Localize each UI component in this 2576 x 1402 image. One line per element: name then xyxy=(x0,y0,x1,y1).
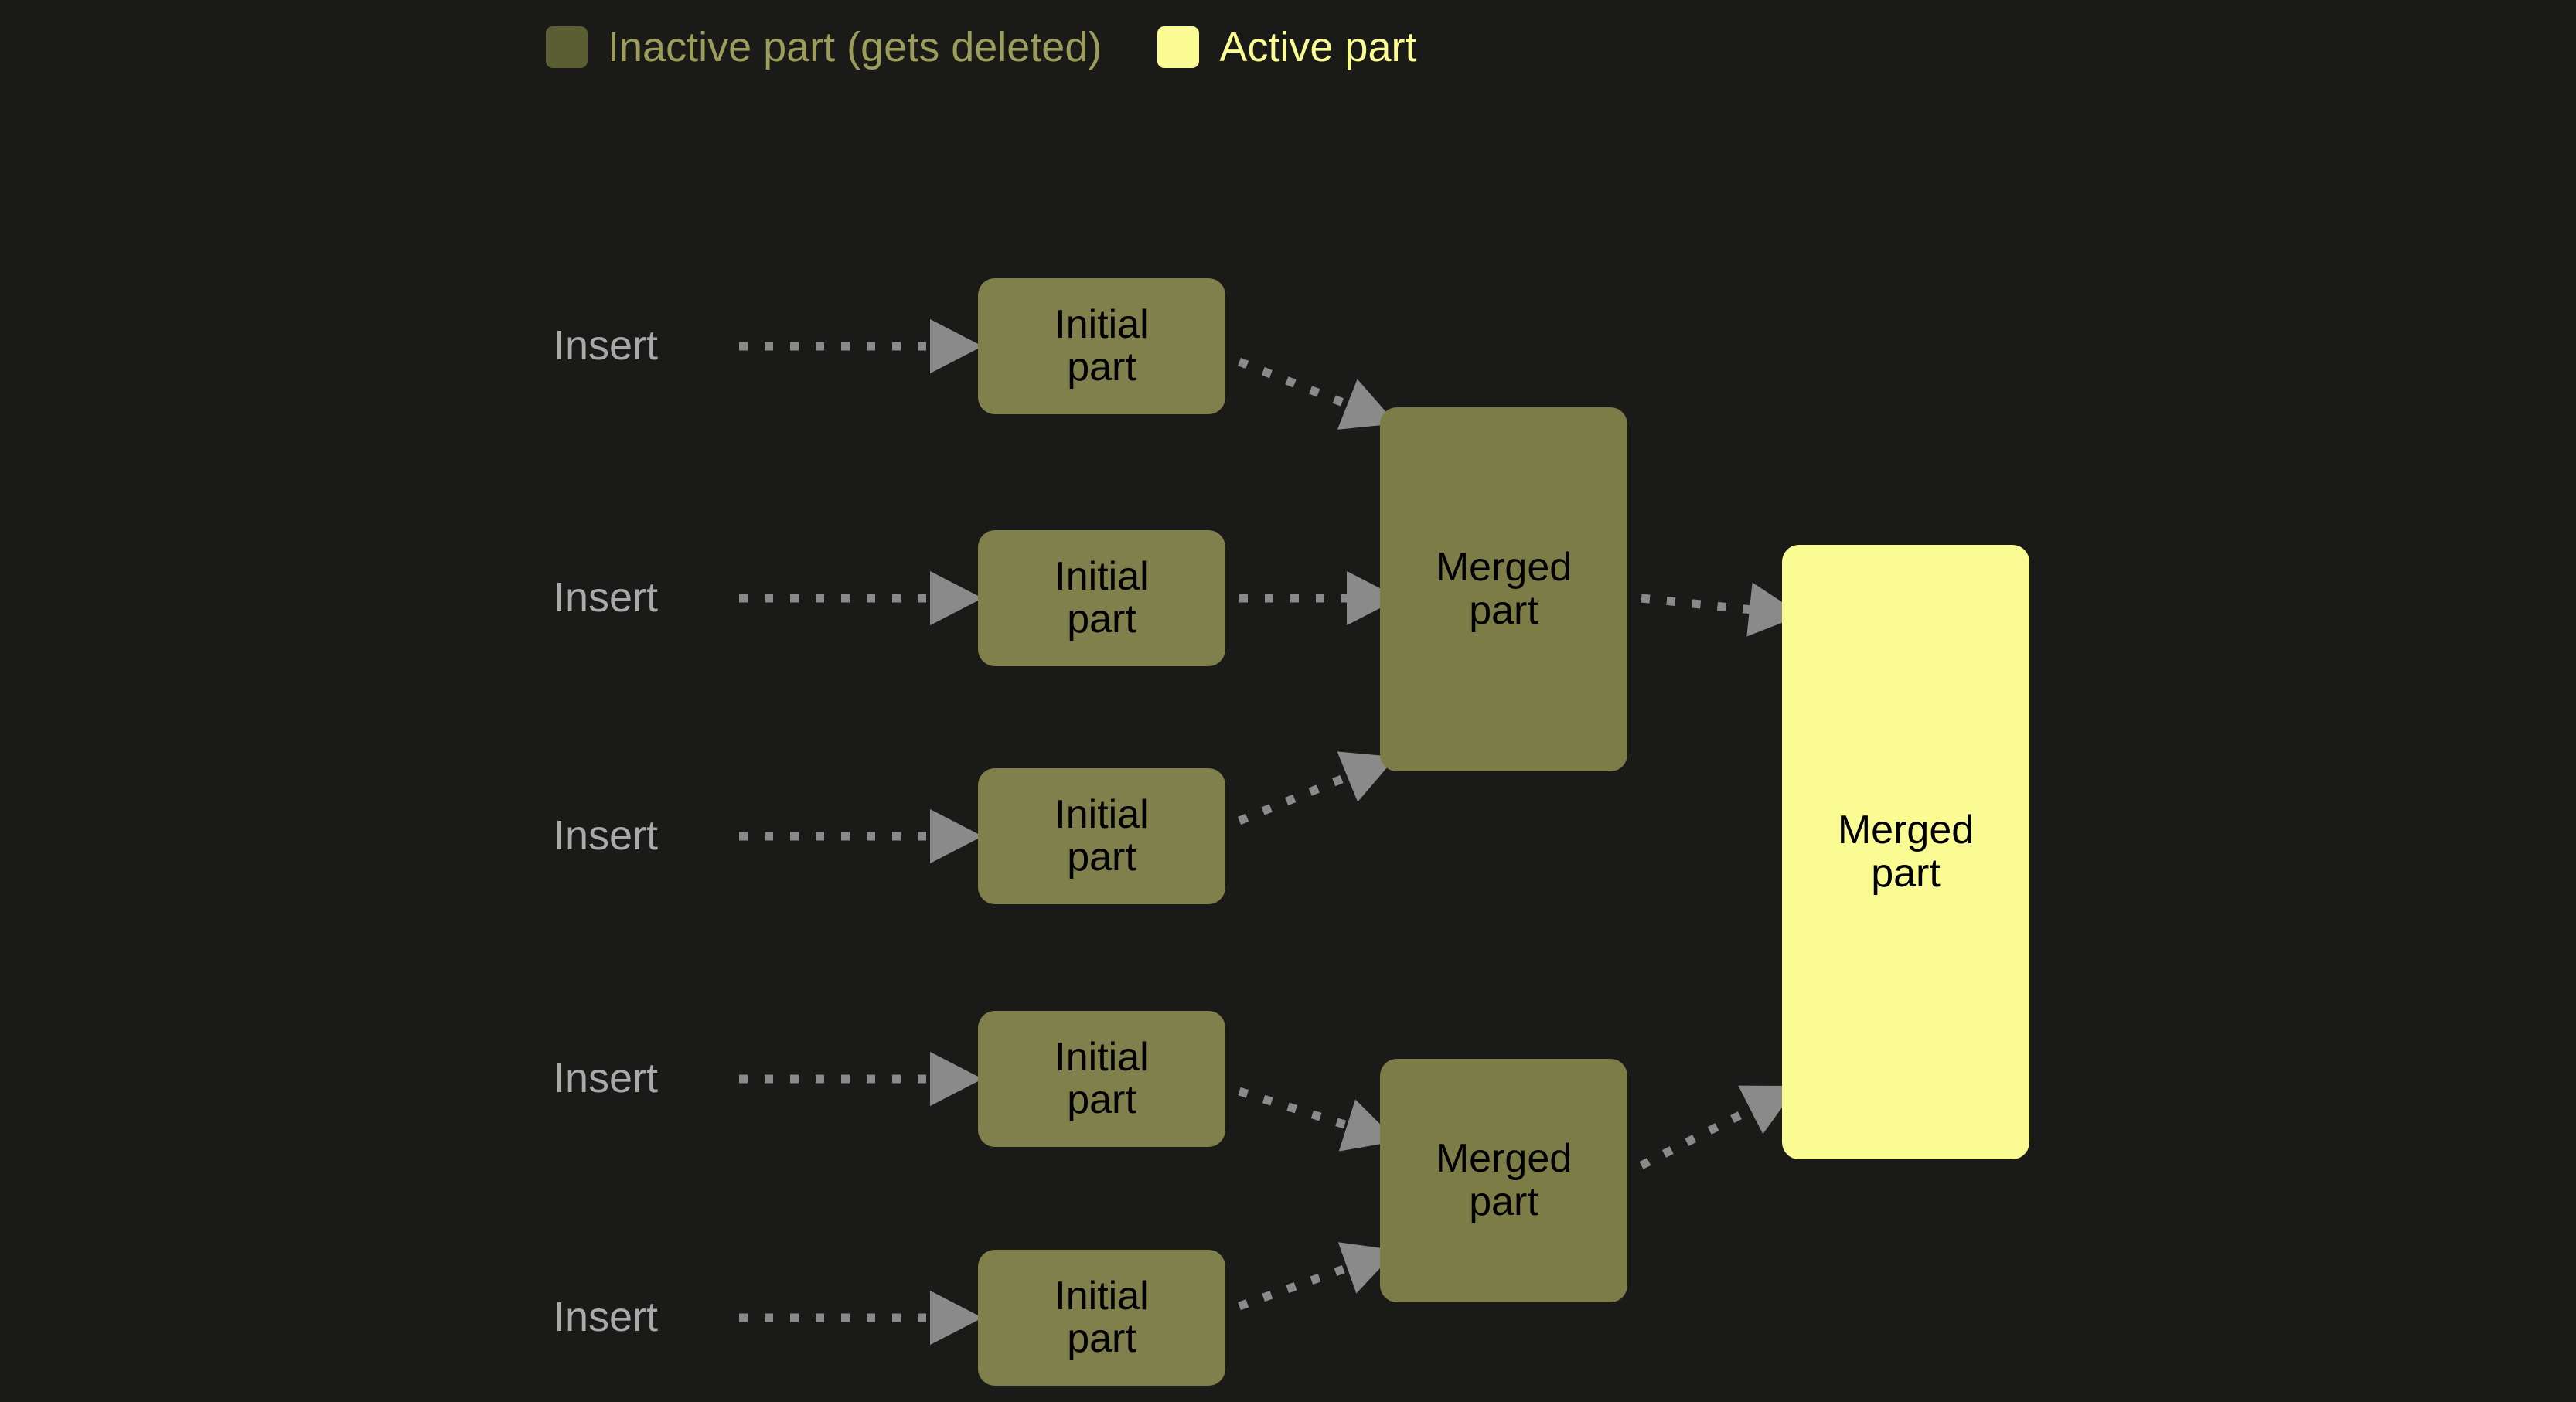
legend-swatch-inactive-icon xyxy=(546,26,588,68)
legend-label-active: Active part xyxy=(1219,24,1417,70)
insert-label-4: Insert xyxy=(554,1055,659,1101)
arrow-initial5-to-merged2 xyxy=(1238,1242,1397,1311)
arrow-merged2-to-final xyxy=(1639,1085,1797,1169)
legend-spacer xyxy=(1102,47,1157,48)
arrow-initial4-to-merged2 xyxy=(1238,1087,1398,1152)
arrow-initial1-to-merged1 xyxy=(1237,357,1397,430)
legend: Inactive part (gets deleted) Active part xyxy=(546,26,1416,68)
legend-item-active: Active part xyxy=(1157,26,1416,68)
insert-label-2: Insert xyxy=(554,574,659,621)
legend-label-inactive: Inactive part (gets deleted) xyxy=(608,24,1102,70)
arrow-merged1-to-final xyxy=(1641,582,1802,637)
legend-item-inactive: Inactive part (gets deleted) xyxy=(546,26,1102,68)
insert-label-3: Insert xyxy=(554,812,659,859)
arrow-initial3-to-merged1 xyxy=(1237,751,1396,825)
legend-swatch-active-icon xyxy=(1157,26,1200,68)
insert-label-5: Insert xyxy=(554,1294,659,1340)
insert-label-1: Insert xyxy=(554,322,659,369)
